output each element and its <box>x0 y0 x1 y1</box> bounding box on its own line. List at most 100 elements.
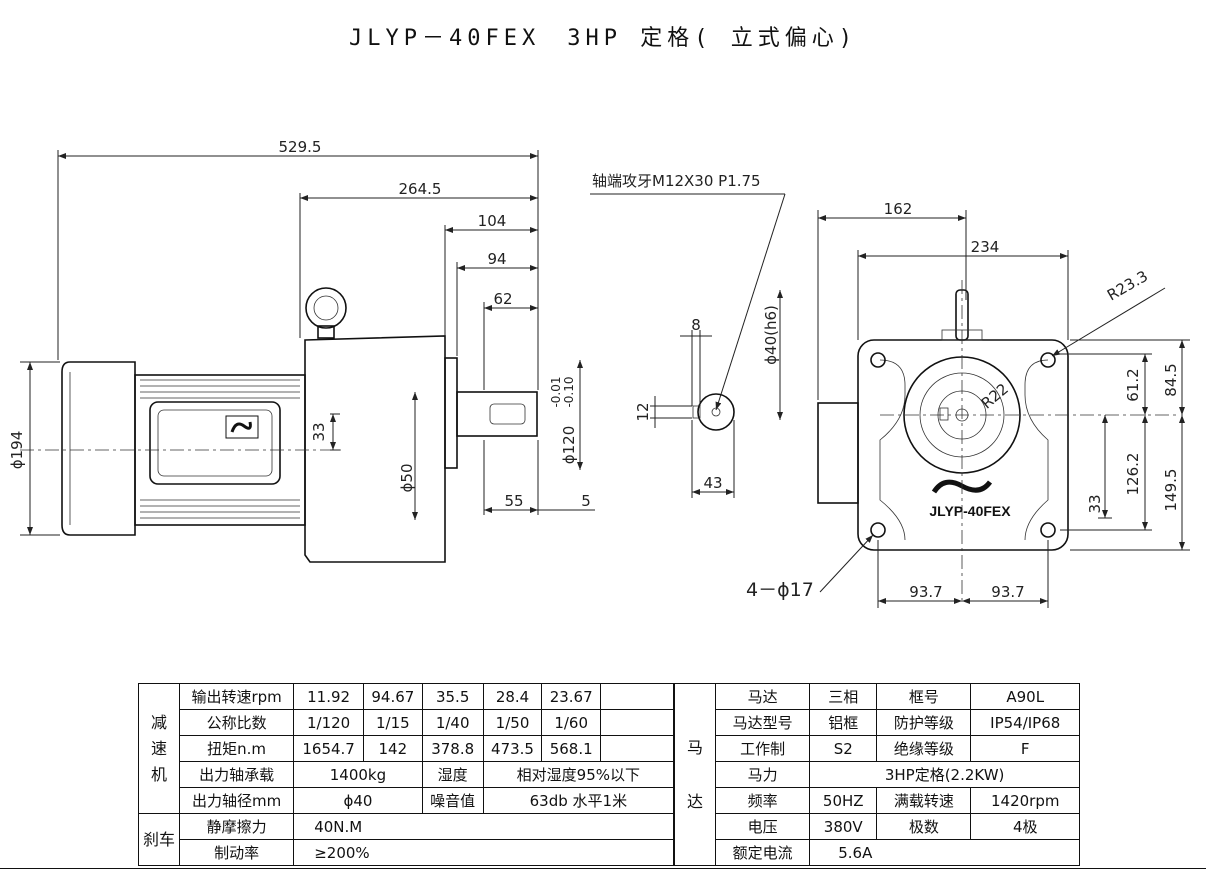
row-label-ratio: 公称比数 <box>178 709 295 736</box>
cell: 473.5 <box>482 735 543 762</box>
cell: 1654.7 <box>293 735 365 762</box>
dim-93-7-left: 93.7 <box>909 583 942 601</box>
cell: IP54/IP68 <box>970 709 1080 736</box>
cell: 4极 <box>970 813 1080 840</box>
cell: S2 <box>809 735 878 762</box>
dim-62: 62 <box>493 290 512 308</box>
dim-93-7-right: 93.7 <box>991 583 1024 601</box>
cell: 1420rpm <box>970 787 1080 814</box>
cell: 马达型号 <box>714 709 811 736</box>
row-label-speed: 输出转速rpm <box>178 683 295 710</box>
dim-126-2: 126.2 <box>1124 453 1142 496</box>
dim-149-5: 149.5 <box>1162 469 1180 512</box>
dim-33-side: 33 <box>310 422 328 441</box>
shaft-end-view: 轴端攻牙M12X30 P1.75 8 12 43 ϕ40(h6) <box>590 172 786 498</box>
dim-84-5: 84.5 <box>1162 363 1180 396</box>
current-label: 额定电流 <box>714 839 811 866</box>
cell: 防护等级 <box>876 709 972 736</box>
brake-ratio-value: ≥200% <box>293 839 674 866</box>
reducer-spec-table: 减 速 机 输出转速rpm 11.92 94.67 35.5 28.4 23.6… <box>138 683 675 866</box>
cell: 马达 <box>714 683 811 710</box>
reducer-label-char: 机 <box>150 764 167 784</box>
cell: 绝缘等级 <box>876 735 972 762</box>
dim-33-front: 33 <box>1086 494 1104 513</box>
dim-162: 162 <box>884 200 913 218</box>
cell: 35.5 <box>421 683 484 710</box>
bearing-label: 出力轴承载 <box>178 761 295 788</box>
motor-section-label: 马 达 <box>674 683 716 866</box>
cell: 1/40 <box>421 709 484 736</box>
motor-spec-table: 马 达 马达 三相 框号 A90L 马达型号 铝框 防护等级 IP54/IP68… <box>674 683 1080 866</box>
motor-label-char: 达 <box>686 791 703 811</box>
row-label-torque: 扭矩n.m <box>178 735 295 762</box>
front-model-label: JLYP-40FEX <box>929 503 1011 519</box>
motor-label-char: 马 <box>686 737 703 757</box>
motor-fan-cover <box>61 361 136 536</box>
mounting-holes <box>870 352 1056 538</box>
cell: 28.4 <box>482 683 543 710</box>
dim-94: 94 <box>487 250 506 268</box>
cell: 三相 <box>809 683 878 710</box>
cell: 380V <box>809 813 878 840</box>
humidity-value: 相对湿度95%以下 <box>482 761 675 788</box>
technical-drawing: 529.5 264.5 104 94 62 55 5 ϕ194 33 ϕ50 <box>8 138 1190 608</box>
dim-dia-50: ϕ50 <box>398 464 416 493</box>
cell: 铝框 <box>809 709 878 736</box>
noise-value: 63db 水平1米 <box>482 787 675 814</box>
noise-label: 噪音值 <box>421 787 484 814</box>
power-value: 3HP定格(2.2KW) <box>809 761 1080 788</box>
dim-104: 104 <box>478 212 507 230</box>
side-view: 529.5 264.5 104 94 62 55 5 ϕ194 33 ϕ50 <box>8 138 595 563</box>
cell: 1/120 <box>293 709 365 736</box>
reducer-label-char: 速 <box>150 738 167 758</box>
dim-overall-length: 529.5 <box>279 138 322 156</box>
gearbox-housing <box>304 335 446 563</box>
output-shaft <box>456 391 538 437</box>
cell: 1/50 <box>482 709 543 736</box>
cell: 工作制 <box>714 735 811 762</box>
cell: 1/15 <box>363 709 423 736</box>
cell: F <box>970 735 1080 762</box>
shaft-dia-label: 出力轴径mm <box>178 787 295 814</box>
motor-terminal-stub <box>817 402 859 504</box>
shaft-tap-note: 轴端攻牙M12X30 P1.75 <box>592 172 761 190</box>
static-friction-label: 静摩擦力 <box>178 813 295 840</box>
dim-r23-3: R23.3 <box>1104 267 1151 305</box>
front-view: JLYP-40FEX 162 234 R23.3 R22 61.2 84.5 1… <box>746 200 1190 608</box>
brake-section-label: 刹车 <box>138 813 180 866</box>
cell <box>600 709 674 736</box>
reducer-section-label: 减 速 机 <box>138 683 180 814</box>
dim-61-2: 61.2 <box>1124 368 1142 401</box>
lifting-eyebolt <box>305 287 347 329</box>
dim-gear-length: 264.5 <box>399 180 442 198</box>
bottom-border-line <box>0 868 1206 869</box>
cell <box>600 735 674 762</box>
dim-dia-194: ϕ194 <box>8 431 26 470</box>
cell: 23.67 <box>541 683 601 710</box>
power-label: 马力 <box>714 761 811 788</box>
dim-dia-40: ϕ40(h6) <box>762 305 780 365</box>
dim-12: 12 <box>634 402 652 421</box>
drawing-title: JLYP－40FEX 3HP 定格( 立式偏心) <box>349 26 857 51</box>
shaft-dia-value: ϕ40 <box>293 787 423 814</box>
dim-8: 8 <box>691 316 701 334</box>
cell <box>600 683 674 710</box>
humidity-label: 湿度 <box>421 761 484 788</box>
cell: 378.8 <box>421 735 484 762</box>
cell: 94.67 <box>363 683 423 710</box>
bearing-value: 1400kg <box>293 761 423 788</box>
cell: 11.92 <box>293 683 365 710</box>
reducer-label-char: 减 <box>150 712 167 732</box>
brake-ratio-label: 制动率 <box>178 839 295 866</box>
dim-5: 5 <box>581 492 591 510</box>
cell: 142 <box>363 735 423 762</box>
tol-lower: -0.10 <box>562 376 576 407</box>
cell: A90L <box>970 683 1080 710</box>
terminal-box <box>149 401 281 485</box>
cell: 极数 <box>876 813 972 840</box>
shaft-circle <box>697 393 735 431</box>
holes-callout: 4－ϕ17 <box>746 579 814 601</box>
cell: 满载转速 <box>876 787 972 814</box>
dim-43: 43 <box>703 474 722 492</box>
current-value: 5.6A <box>809 839 1080 866</box>
